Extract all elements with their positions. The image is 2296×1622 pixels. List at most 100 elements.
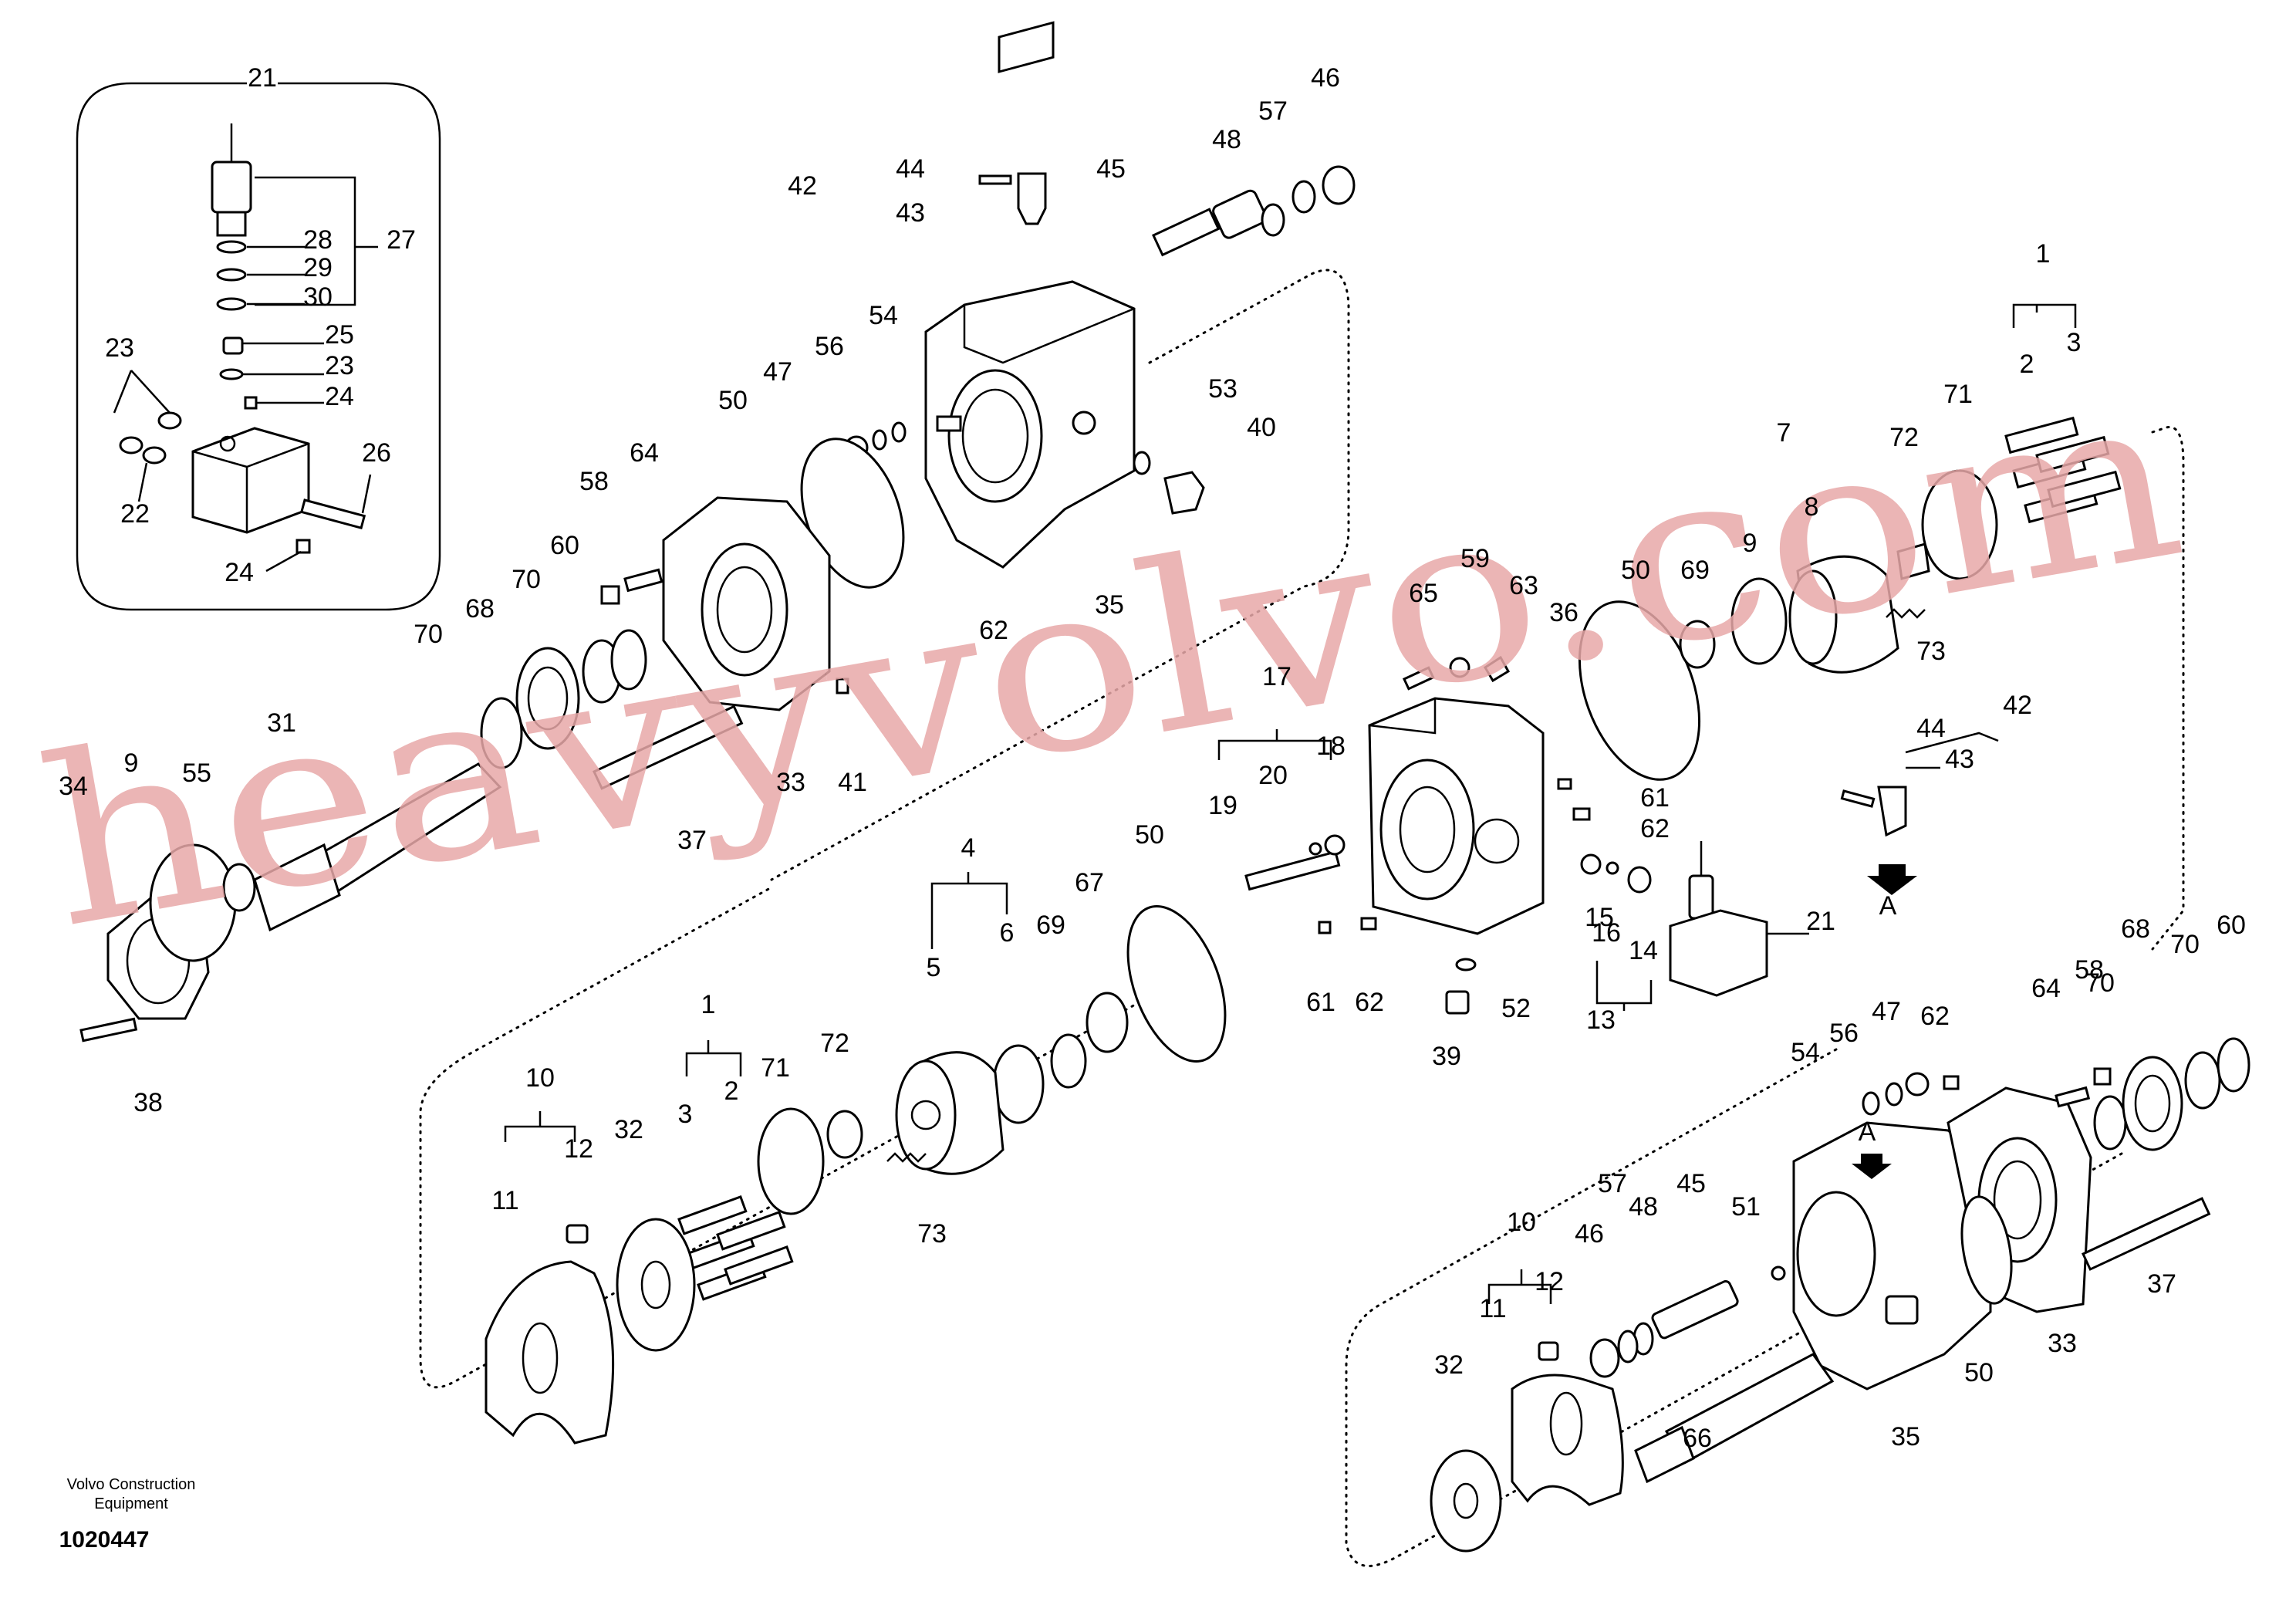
callout-68: 68 (465, 594, 495, 623)
part-solenoid-21-mid (1669, 841, 1768, 997)
callout-70: 70 (2085, 968, 2115, 998)
part-pin-61-b (1318, 921, 1332, 934)
callout-62: 62 (1920, 1002, 1950, 1031)
callout-44: 44 (896, 154, 925, 184)
callout-17: 17 (1262, 662, 1292, 691)
callout-50: 50 (1621, 556, 1650, 585)
part-ring-70-lower-a (2093, 1095, 2127, 1151)
part-cylinder-block-5 (895, 1051, 1004, 1175)
part-fitting-63 (1483, 655, 1511, 683)
part-bolt-37-lower (2082, 1197, 2211, 1271)
callout-1: 1 (701, 990, 716, 1019)
callout-20: 20 (1258, 761, 1288, 790)
part-plug-59 (1449, 657, 1470, 678)
callout-40: 40 (1247, 413, 1276, 442)
callout-38: 38 (133, 1088, 163, 1117)
callout-61: 61 (1306, 988, 1335, 1017)
part-housing-35-lower (1792, 1121, 1992, 1391)
callout-2: 2 (2020, 350, 2034, 379)
part-pin-44-right (1840, 789, 1876, 808)
part-plate-71-right (1921, 469, 1998, 580)
callout-23: 23 (105, 333, 134, 363)
part-pin-65 (1403, 666, 1435, 691)
lower-right-group-boundary (1345, 1048, 2123, 1567)
callout-25: 25 (325, 320, 354, 350)
callout-9: 9 (1743, 529, 1757, 558)
callout-33: 33 (2048, 1329, 2077, 1358)
part-nut-58-lower (2093, 1067, 2112, 1086)
callout-24: 24 (225, 558, 254, 587)
callout-8: 8 (1805, 492, 1819, 522)
callout-labels: 2128293027252324232226244244434548574654… (59, 63, 2246, 1453)
callout-60: 60 (550, 531, 579, 560)
part-ring-57-lower (1617, 1330, 1639, 1363)
part-plug-46 (1322, 165, 1356, 205)
part-bearing-68 (515, 647, 580, 750)
part-stud-64 (623, 568, 663, 593)
callout-53: 53 (1208, 374, 1237, 404)
part-oring-50-mid-right (1578, 600, 1701, 781)
callout-1: 1 (2036, 239, 2051, 269)
callout-21: 21 (1806, 907, 1835, 936)
callout-A: A (1879, 891, 1897, 921)
callout-7: 7 (1777, 418, 1791, 448)
part-pin-61-a (1557, 778, 1572, 790)
callout-14: 14 (1629, 936, 1658, 965)
callout-69: 69 (1036, 911, 1065, 940)
part-oring-50-lower (1960, 1195, 2013, 1305)
part-fitting-43-right (1877, 786, 1907, 837)
part-valve-block-36 (1368, 697, 1545, 935)
inset-solenoid-assembly (76, 82, 441, 611)
part-bearing-9-right (1730, 577, 1788, 665)
callout-12: 12 (1535, 1267, 1564, 1296)
callout-70: 70 (2170, 930, 2200, 959)
callout-10: 10 (1507, 1208, 1536, 1237)
callout-73: 73 (1916, 637, 1946, 666)
part-bearing-68-lower (2122, 1056, 2183, 1151)
part-spring-73-right (1886, 608, 1926, 619)
upper-group-boundary (770, 269, 1350, 881)
callout-46: 46 (1575, 1219, 1604, 1249)
part-ring-70-lower-b (2184, 1051, 2221, 1110)
part-cover-33 (662, 496, 831, 711)
right-group-boundary (2151, 426, 2185, 951)
callout-67: 67 (1075, 868, 1104, 897)
part-pistons-1-left (677, 1195, 794, 1301)
callout-4: 4 (961, 833, 976, 863)
callout-64: 64 (2031, 974, 2061, 1003)
part-valve-45-lower (1651, 1279, 1739, 1340)
callout-15: 15 (1585, 903, 1614, 932)
part-pin-44 (978, 174, 1012, 185)
callout-47: 47 (763, 357, 792, 387)
callout-6: 6 (1000, 918, 1015, 948)
callout-2: 2 (724, 1076, 739, 1106)
part-plug-14 (1627, 866, 1652, 894)
callout-50: 50 (1135, 820, 1164, 850)
callout-66: 66 (1683, 1424, 1712, 1453)
callout-32: 32 (1434, 1350, 1464, 1380)
part-plug-51 (1771, 1265, 1786, 1281)
part-bushing-69-right (1679, 620, 1716, 669)
callout-21: 21 (248, 63, 277, 93)
part-ball-guide-72-right (1896, 542, 1930, 580)
callout-70: 70 (414, 620, 443, 649)
callout-62: 62 (1355, 988, 1384, 1017)
callout-64: 64 (630, 438, 659, 468)
part-housing-35 (924, 21, 1136, 569)
part-bolt-38 (79, 1017, 138, 1042)
callout-65: 65 (1409, 579, 1438, 608)
callout-34: 34 (59, 772, 88, 801)
callout-54: 54 (869, 301, 898, 330)
part-pin-62-a (1572, 807, 1591, 821)
part-ring-54-lower (1862, 1091, 1880, 1116)
callout-59: 59 (1460, 544, 1490, 573)
part-cylinder-block-8-right (1788, 555, 1899, 674)
callout-9: 9 (124, 748, 139, 778)
callout-48: 48 (1212, 125, 1241, 154)
part-plate-71-left (757, 1107, 825, 1215)
callout-62: 62 (1640, 814, 1670, 843)
callout-58: 58 (2075, 955, 2104, 985)
callout-24: 24 (325, 382, 354, 411)
part-plug-15 (1580, 853, 1602, 875)
